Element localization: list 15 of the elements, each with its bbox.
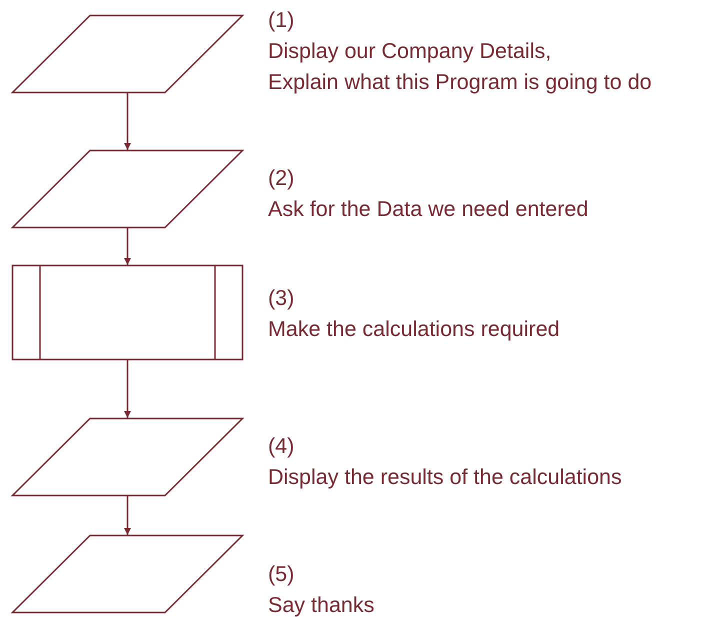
step-number: (2) <box>268 165 296 192</box>
arrow <box>124 360 131 418</box>
arrow <box>124 496 131 535</box>
step-description: Display the results of the calculations <box>268 464 623 491</box>
arrow <box>124 93 131 150</box>
step-description: Explain what this Program is going to do <box>268 69 653 96</box>
step-description: Make the calculations required <box>268 316 561 343</box>
arrow <box>124 228 131 265</box>
step-number: (3) <box>268 285 296 312</box>
step-number: (1) <box>268 7 296 34</box>
step-number: (5) <box>268 561 296 588</box>
step-description: Ask for the Data we need entered <box>268 196 590 223</box>
step-description: Display our Company Details, <box>268 38 552 65</box>
step-description: Say thanks <box>268 592 376 617</box>
step-number: (4) <box>268 433 296 460</box>
